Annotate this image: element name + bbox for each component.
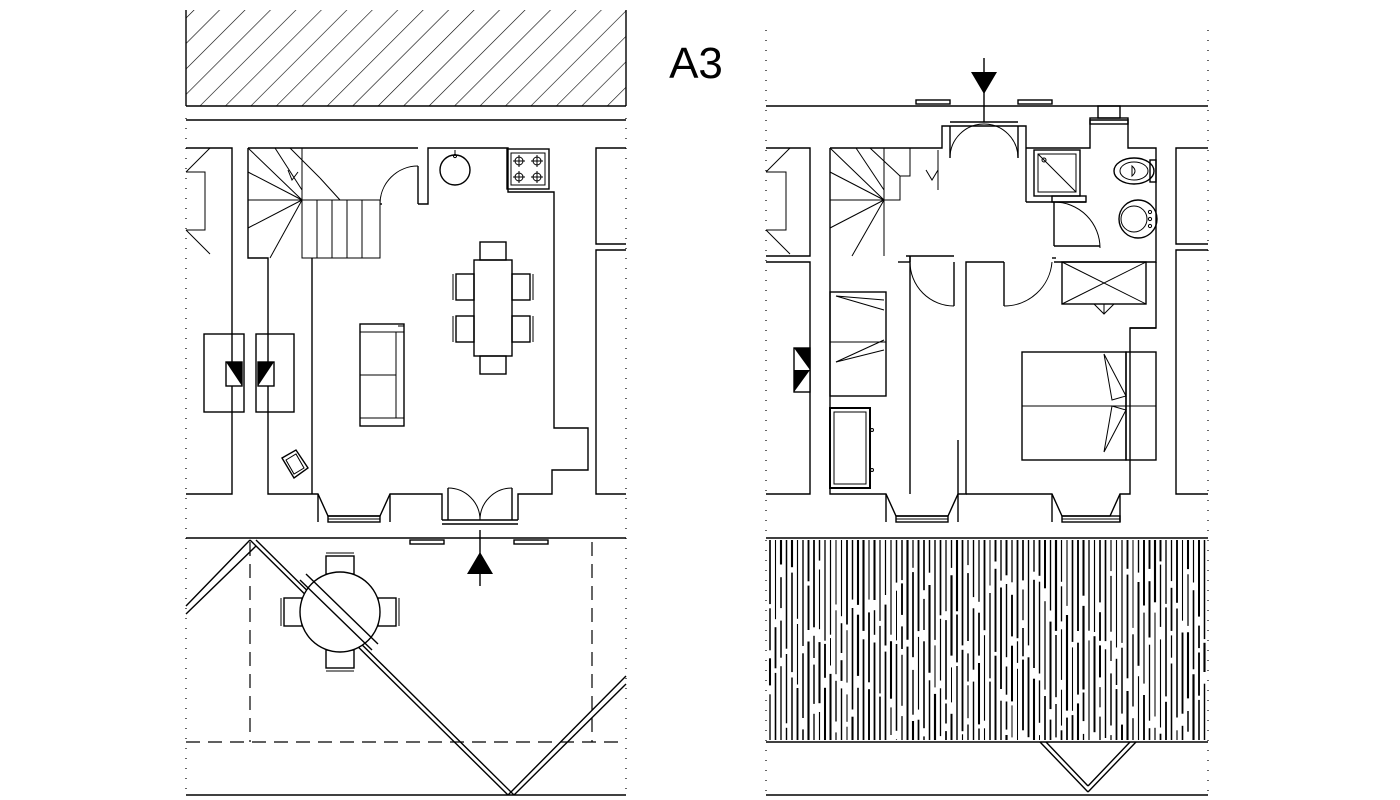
window (1051, 494, 1121, 523)
interior-door (379, 165, 419, 205)
rear-door (915, 99, 1053, 159)
unit-label: A3 (669, 39, 723, 88)
entrance-arrow-icon (467, 530, 493, 586)
wardrobe (829, 291, 887, 397)
bedside-table (829, 407, 874, 489)
chimney-breast (203, 333, 295, 413)
shower-tray (1033, 149, 1087, 203)
window (317, 494, 391, 523)
staircase (247, 147, 381, 259)
bathroom (1025, 148, 1158, 249)
window (885, 494, 959, 523)
wardrobe (1061, 261, 1147, 315)
terrace (185, 539, 627, 796)
timber-decking (768, 540, 1206, 740)
kitchen-sink (439, 150, 471, 186)
washbasin (1118, 199, 1158, 239)
armchair (281, 449, 309, 480)
dining-table (452, 241, 534, 375)
entrance-arrow-icon (971, 58, 997, 122)
interior-door (909, 256, 955, 307)
ground-floor-plan (185, 10, 627, 796)
garden-table (280, 552, 400, 672)
front-door (409, 487, 549, 545)
toilet (1113, 157, 1157, 185)
kitchen-hob (506, 148, 550, 190)
sofa (359, 323, 405, 427)
hatched-rear-band (186, 10, 626, 106)
staircase (829, 147, 939, 257)
double-bed (1021, 327, 1157, 461)
interior-door (1003, 257, 1056, 307)
upper-floor-plan (765, 30, 1209, 796)
